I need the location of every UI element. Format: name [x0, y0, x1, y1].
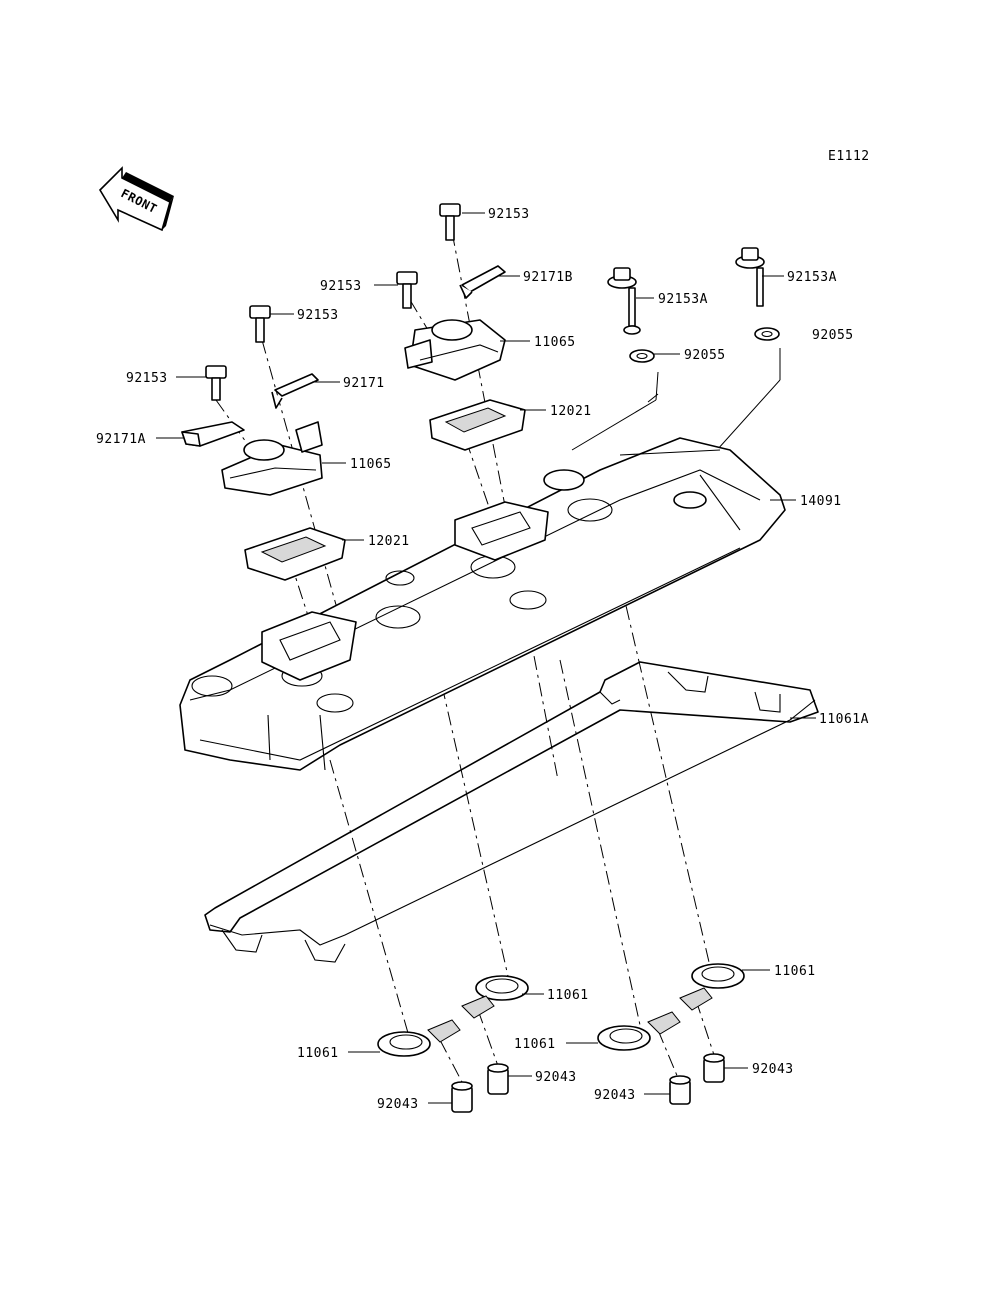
plug-cap-left	[221, 421, 323, 496]
label-bracket: 92171	[343, 376, 385, 391]
label-bolt-a-right: 92153A	[787, 270, 837, 285]
label-dowel-3: 92043	[594, 1088, 636, 1103]
plug-seal-1	[377, 1019, 461, 1057]
label-bolt-a-center: 92153A	[658, 292, 708, 307]
gasket-right	[429, 399, 526, 451]
front-arrow-icon: FRONT	[98, 166, 174, 232]
plug-seal-3	[597, 1011, 681, 1051]
label-washer-center: 92055	[684, 348, 726, 363]
plug-seal-2	[461, 975, 529, 1019]
dowel-4	[703, 1053, 725, 1083]
bolt-a-right	[735, 247, 765, 307]
dowel-2	[487, 1063, 509, 1095]
label-plug-seal-2: 11061	[547, 988, 589, 1003]
label-plug-seal-3: 11061	[514, 1037, 556, 1052]
washer-center	[629, 349, 655, 363]
bolt-top	[439, 203, 461, 241]
label-cover-gasket: 11061A	[819, 712, 869, 727]
bolt-left-lower	[205, 365, 227, 401]
label-cap-left: 11065	[350, 457, 392, 472]
label-gasket-right: 12021	[550, 404, 592, 419]
label-dowel-4: 92043	[752, 1062, 794, 1077]
label-dowel-2: 92043	[535, 1070, 577, 1085]
cover-gasket	[204, 661, 819, 963]
label-gasket-left: 12021	[368, 534, 410, 549]
plug-cap-right	[404, 319, 506, 381]
label-bolt-mid: 92153	[320, 279, 362, 294]
leader-lines	[156, 212, 816, 1104]
bolt-a-center	[607, 267, 641, 335]
plug-seal-4	[679, 963, 745, 1011]
washer-right	[754, 327, 780, 341]
gasket-left	[244, 527, 346, 581]
dowel-1	[451, 1081, 473, 1113]
dowel-3	[669, 1075, 691, 1105]
bracket-b	[459, 265, 506, 299]
cylinder-head-cover	[179, 437, 786, 771]
label-bracket-b: 92171B	[523, 270, 573, 285]
bracket-a	[181, 421, 245, 447]
bolt-left-upper	[249, 305, 271, 343]
label-plug-seal-1: 11061	[297, 1046, 339, 1061]
label-dowel-1: 92043	[377, 1097, 419, 1112]
diagram-code: E1112	[828, 149, 870, 164]
part-labels: 92153 92153 92171B 92153 92153 92171 921…	[96, 207, 869, 1112]
label-washer-right: 92055	[812, 328, 854, 343]
label-bolt-left-lower: 92153	[126, 371, 168, 386]
label-cap-right: 11065	[534, 335, 576, 350]
label-bolt-left-upper: 92153	[297, 308, 339, 323]
label-bracket-a: 92171A	[96, 432, 146, 447]
label-bolt-top: 92153	[488, 207, 530, 222]
label-plug-seal-4: 11061	[774, 964, 816, 979]
bolt-mid	[396, 271, 418, 309]
label-cover: 14091	[800, 494, 842, 509]
bracket	[271, 373, 319, 409]
